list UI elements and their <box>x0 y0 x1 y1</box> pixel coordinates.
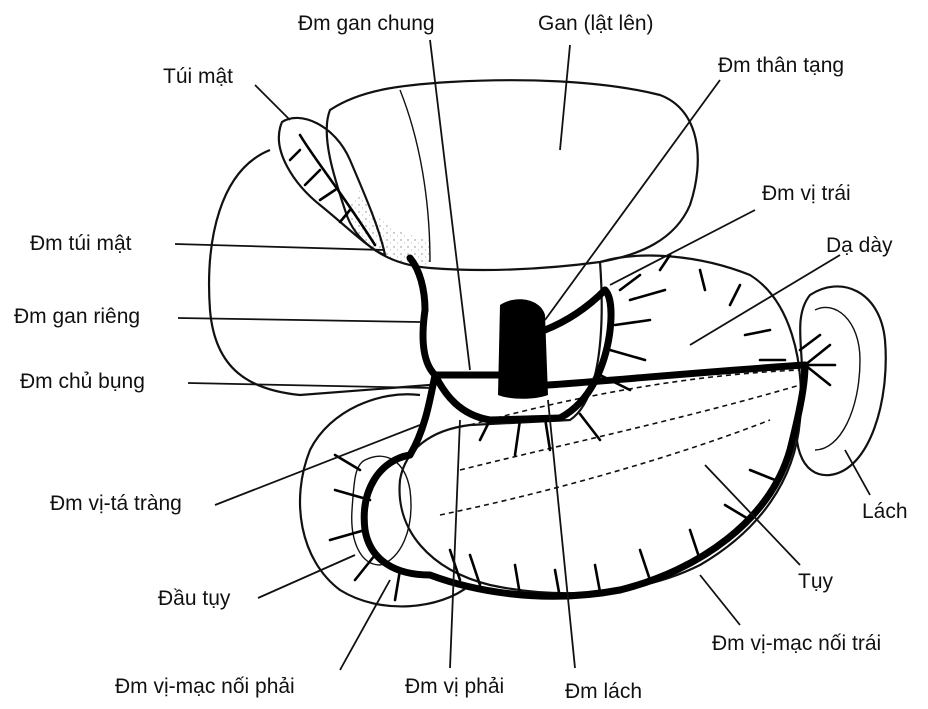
label-pancreas-head: Đầu tụy <box>158 587 231 610</box>
label-proper-hepatic: Đm gan riêng <box>14 305 140 328</box>
label-liver: Gan (lật lên) <box>538 12 654 35</box>
pancreas-dashed-lower <box>440 420 770 515</box>
label-left-gastroepiploic: Đm vị-mạc nối trái <box>712 632 881 655</box>
label-pancreas: Tụy <box>798 570 834 593</box>
right-gastroepiploic-artery <box>364 455 620 596</box>
leader-left-gastroepiploic <box>700 575 740 625</box>
leader-splenic <box>548 400 575 668</box>
posterior-outline <box>209 150 430 395</box>
label-left-gastric: Đm vị trái <box>762 182 851 205</box>
label-right-gastroepiploic: Đm vị-mạc nối phải <box>115 675 295 698</box>
label-spleen: Lách <box>862 500 908 523</box>
common-hepatic-artery <box>423 310 500 375</box>
label-gallbladder: Túi mật <box>163 65 233 88</box>
label-gastroduodenal: Đm vị-tá tràng <box>50 492 182 515</box>
leader-spleen <box>845 450 870 495</box>
leader-right-gastric <box>450 420 460 668</box>
leader-left-gastric <box>610 210 755 285</box>
label-celiac-origin: Đm chủ bụng <box>20 370 145 393</box>
label-common-hepatic: Đm gan chung <box>298 12 435 35</box>
leader-celiac <box>545 80 720 320</box>
label-cystic: Đm túi mật <box>30 232 132 255</box>
leader-proper-hepatic <box>178 318 420 322</box>
duodenum-shape <box>300 394 470 606</box>
left-gastric-artery <box>545 290 605 330</box>
celiac-trunk <box>498 299 548 398</box>
leader-common-hepatic <box>430 40 470 370</box>
label-stomach: Dạ dày <box>826 234 893 257</box>
leader-pancreas <box>705 465 800 565</box>
leader-gallbladder <box>255 85 290 120</box>
leader-celiac-origin <box>188 383 430 388</box>
leader-liver <box>560 45 570 150</box>
label-splenic: Đm lách <box>565 680 642 703</box>
label-right-gastric: Đm vị phải <box>405 675 504 698</box>
spleen-shape <box>796 286 886 475</box>
leader-cystic <box>175 244 385 250</box>
label-celiac: Đm thân tạng <box>718 54 844 77</box>
